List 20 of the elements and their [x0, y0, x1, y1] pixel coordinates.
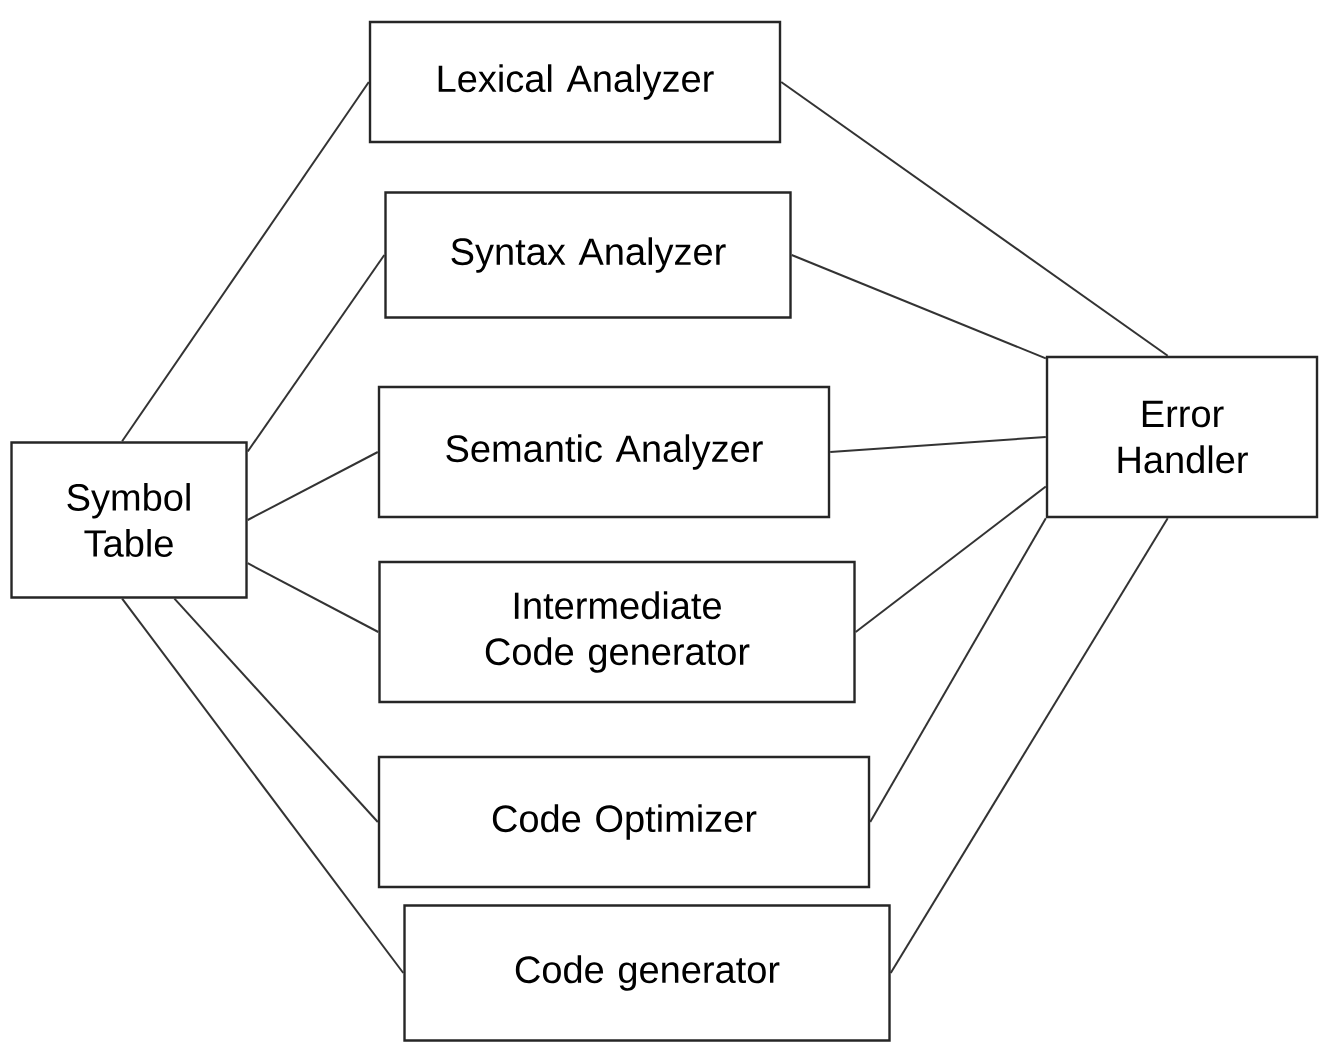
connector-line: [889, 517, 1169, 974]
process-box: Lexical Analyzer: [368, 20, 782, 144]
process-box: Syntax Analyzer: [384, 191, 792, 319]
process-box: Semantic Analyzer: [377, 385, 831, 519]
process-box: Symbol Table: [10, 441, 248, 599]
process-box: Intermediate Code generator: [378, 560, 856, 704]
connector-line: [246, 451, 379, 521]
connector-line: [869, 517, 1047, 823]
connector-line: [246, 254, 386, 453]
connector-line: [246, 562, 380, 633]
connector-line: [121, 81, 370, 443]
process-box: Code Optimizer: [377, 755, 871, 889]
connector-line: [829, 436, 1047, 453]
connector-line: [121, 597, 405, 974]
connector-line: [854, 485, 1047, 633]
process-box: Error Handler: [1045, 355, 1319, 519]
process-box: Code generator: [403, 904, 891, 1042]
connector-line: [790, 254, 1047, 360]
connector-line: [780, 81, 1169, 357]
connector-line: [173, 597, 379, 823]
